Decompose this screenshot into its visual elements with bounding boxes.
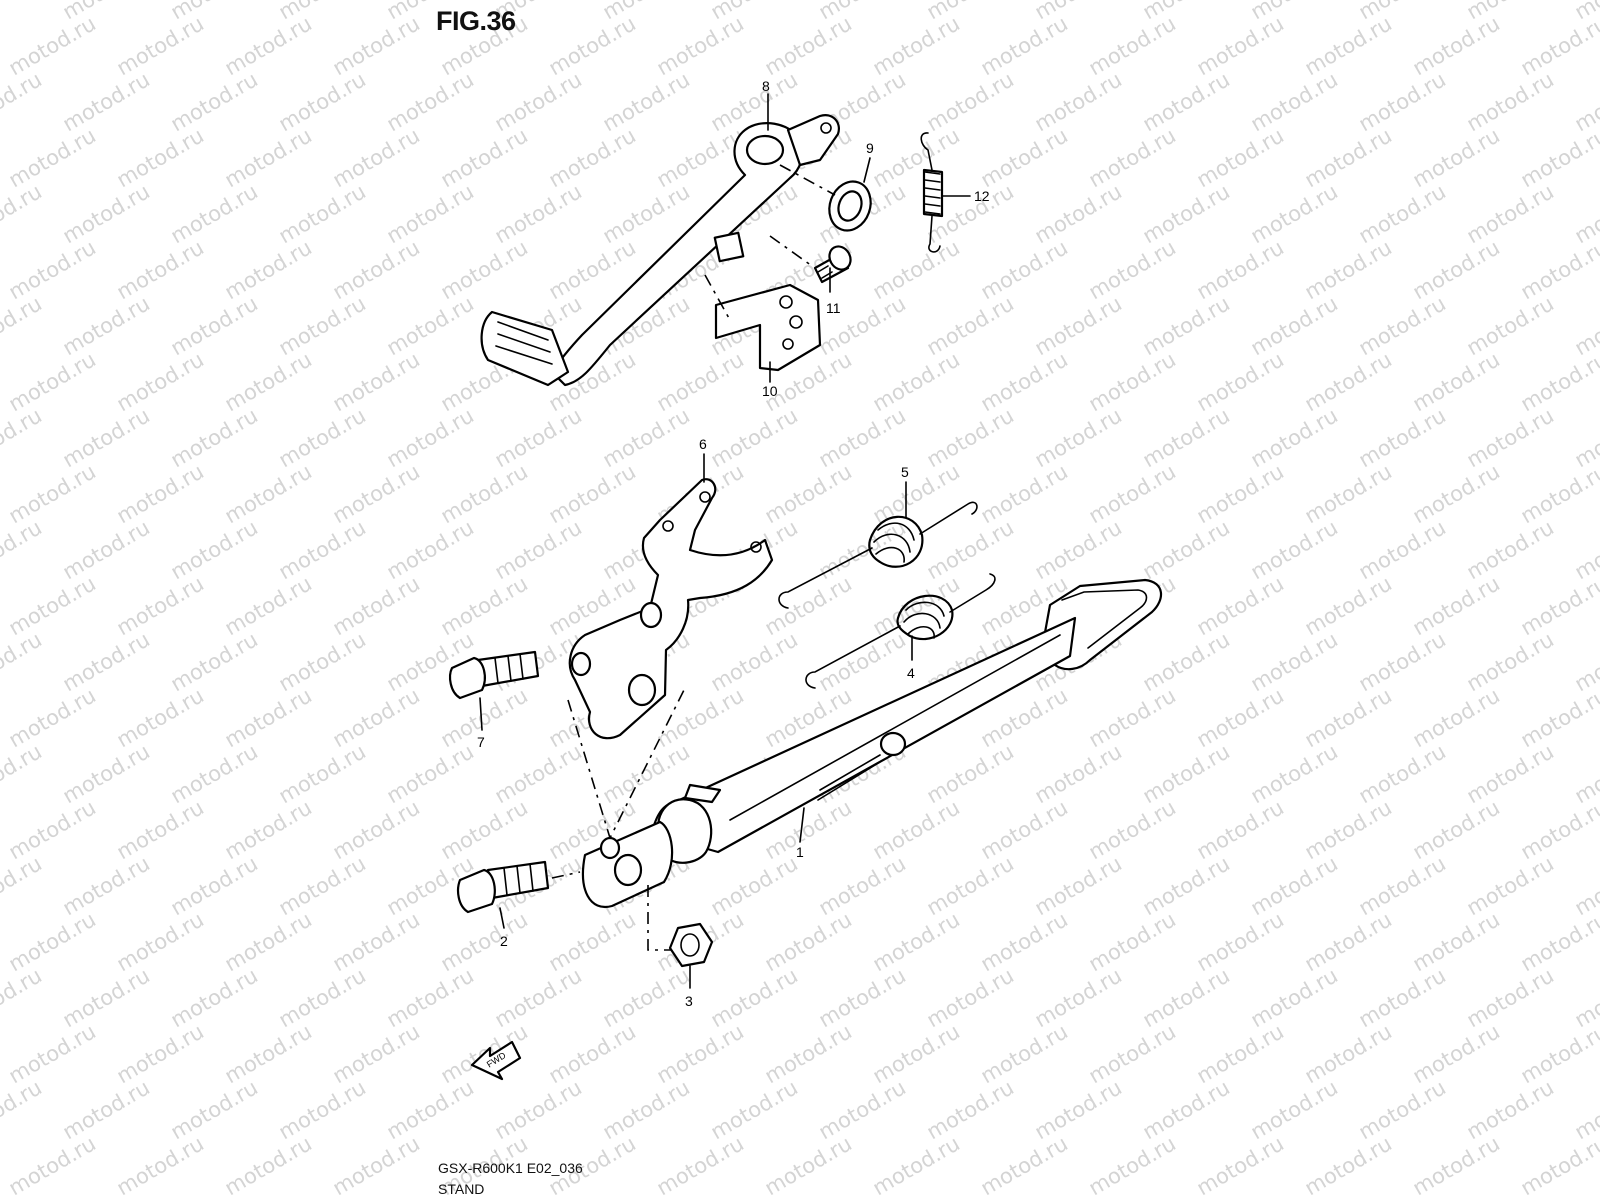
footrest-bracket	[704, 274, 822, 372]
tension-spring-pedal	[920, 132, 944, 253]
washer	[779, 164, 872, 232]
callout-1: 1	[796, 844, 804, 860]
callout-4: 4	[907, 665, 915, 681]
callout-9: 9	[866, 140, 874, 156]
leader-lines	[479, 93, 971, 989]
stand-bracket-bolt	[449, 650, 540, 700]
callout-6: 6	[699, 436, 707, 452]
callout-8: 8	[762, 78, 770, 94]
callout-12: 12	[974, 188, 990, 204]
bolt-small	[769, 235, 852, 284]
stand-spring-upper	[778, 501, 978, 609]
stand-spring-lower	[805, 573, 996, 689]
forward-direction-badge: FWD	[470, 1040, 522, 1081]
figure-title: FIG.36	[436, 6, 516, 36]
callout-5: 5	[901, 464, 909, 480]
stand-pivot-bolt	[457, 860, 581, 914]
side-stand	[581, 578, 1162, 909]
section-name: STAND	[438, 1181, 485, 1197]
callout-11: 11	[826, 300, 841, 316]
callouts: 8 9 12 11 10 6 5 4 1 7 2 3	[477, 78, 990, 1009]
brake-pedal	[480, 114, 840, 387]
callout-3: 3	[685, 993, 693, 1009]
callout-10: 10	[762, 383, 778, 399]
callout-2: 2	[500, 933, 508, 949]
stand-pivot-nut	[647, 885, 714, 968]
model-code: GSX-R600K1 E02_036	[438, 1160, 583, 1176]
callout-7: 7	[477, 734, 485, 750]
